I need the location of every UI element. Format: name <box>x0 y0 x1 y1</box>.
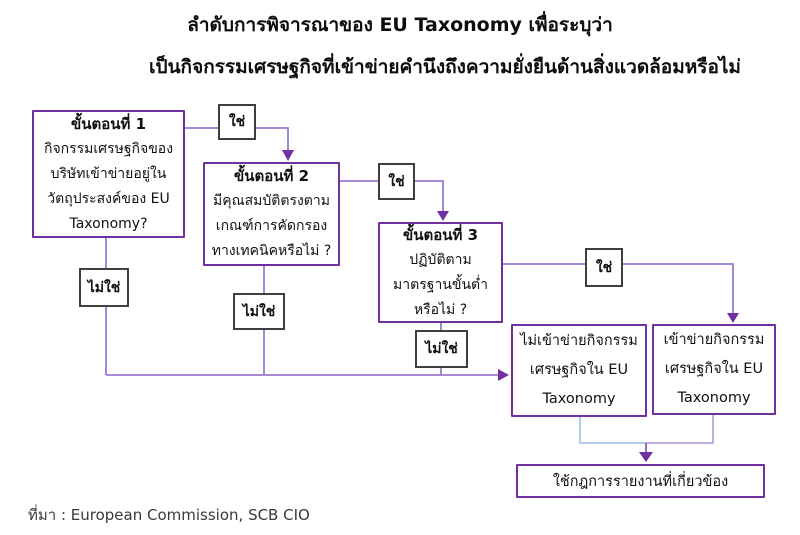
step1-text-line: Taxonomy? <box>69 215 148 232</box>
connector-yes3-to-outcome-yes <box>623 263 734 314</box>
page-title-line2: เป็นกิจกรรมเศรษฐกิจที่เข้าข่ายคำนึงถึงคว… <box>149 56 741 78</box>
step3-text-line: หรือไม่ ? <box>413 301 468 318</box>
outcome-qualified-box: เข้าข่ายกิจกรรม เศรษฐกิจใน EU Taxonomy <box>652 324 776 415</box>
page-title-line1: ลำดับการพิจารณาของ EU Taxonomy เพื่อระบุ… <box>187 14 613 36</box>
outcome-yes-text-line: เข้าข่ายกิจกรรม <box>663 332 765 348</box>
yes-tag-1: ใช่ <box>218 104 256 140</box>
step3-text-line: มาตรฐานขั้นต่ำ <box>393 276 488 293</box>
no-tag-3: ไม่ใช่ <box>415 330 468 368</box>
no-tag-label: ไม่ใช่ <box>87 279 121 296</box>
outcome-not-text-line: เศรษฐกิจใน EU <box>529 362 629 378</box>
step1-text-line: วัตถุประสงค์ของ EU <box>47 190 170 207</box>
no-tag-1: ไม่ใช่ <box>79 268 129 307</box>
arrowhead-into-outcome-yes <box>727 313 739 323</box>
yes-tag-2: ใช่ <box>378 163 415 200</box>
outcome-not-text-line: ไม่เข้าข่ายกิจกรรม <box>520 333 638 349</box>
outcome-yes-text-line: Taxonomy <box>677 390 751 406</box>
step3-heading: ขั้นตอนที่ 3 <box>402 225 479 244</box>
no-tag-label: ไม่ใช่ <box>425 341 458 357</box>
arrowhead-into-outcome-not <box>498 369 509 381</box>
final-reporting-label: ใช้กฎการรายงานที่เกี่ยวข้อง <box>552 473 729 490</box>
no-tag-2: ไม่ใช่ <box>233 293 285 330</box>
connector-yes2-to-step3 <box>415 180 444 212</box>
step1-heading: ขั้นตอนที่ 1 <box>70 114 147 133</box>
step2-text-line: เกณฑ์การคัดกรอง <box>215 218 328 234</box>
outcome-not-qualified-box: ไม่เข้าข่ายกิจกรรม เศรษฐกิจใน EU Taxonom… <box>511 324 647 417</box>
step1-text-line: บริษัทเข้าข่ายอยู่ใน <box>50 165 167 182</box>
no-tag-label: ไม่ใช่ <box>242 303 276 320</box>
yes-tag-label: ใช่ <box>228 114 246 130</box>
step2-text-line: ทางเทคนิคหรือไม่ ? <box>211 243 332 259</box>
connector-yes1-to-step2 <box>256 127 289 152</box>
step3-text-line: ปฏิบัติตาม <box>409 251 472 268</box>
connector-outcome-yes-merge <box>646 415 714 444</box>
arrowhead-into-final-box <box>639 452 653 462</box>
final-reporting-box: ใช้กฎการรายงานที่เกี่ยวข้อง <box>516 464 765 498</box>
step3-box: ขั้นตอนที่ 3 ปฏิบัติตาม มาตรฐานขั้นต่ำ ห… <box>378 222 503 323</box>
arrowhead-into-step3 <box>437 211 449 221</box>
outcome-not-text-line: Taxonomy <box>542 391 616 407</box>
step1-box: ขั้นตอนที่ 1 กิจกรรมเศรษฐกิจของ บริษัทเข… <box>32 110 185 238</box>
yes-tag-label: ใช่ <box>388 173 405 190</box>
arrowhead-into-step2 <box>282 150 294 161</box>
connector-outcome-not-merge <box>579 417 646 444</box>
yes-tag-3: ใช่ <box>585 248 623 287</box>
step1-text-line: กิจกรรมเศรษฐกิจของ <box>43 140 174 157</box>
step2-text-line: มีคุณสมบัติตรงตาม <box>213 193 330 209</box>
source-attribution: ที่มา : European Commission, SCB CIO <box>28 506 310 524</box>
yes-tag-label: ใช่ <box>595 259 613 276</box>
step2-heading: ขั้นตอนที่ 2 <box>233 167 310 185</box>
step2-box: ขั้นตอนที่ 2 มีคุณสมบัติตรงตาม เกณฑ์การค… <box>203 162 340 266</box>
outcome-yes-text-line: เศรษฐกิจใน EU <box>664 361 764 377</box>
